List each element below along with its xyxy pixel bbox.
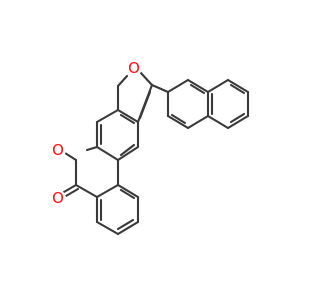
bond [63, 151, 78, 162]
bond [116, 145, 140, 162]
atom-labels: O O O [50, 59, 142, 207]
bond [166, 78, 190, 94]
atom-symbol: O [128, 59, 140, 77]
bond [119, 188, 136, 200]
bond [189, 83, 206, 95]
bond [62, 183, 78, 194]
bond [116, 220, 140, 236]
bond [206, 114, 230, 130]
bond [119, 143, 136, 157]
bond [116, 108, 140, 124]
bond [138, 90, 152, 120]
bond [226, 78, 250, 94]
bond [170, 113, 187, 125]
bond [186, 114, 210, 130]
bond [116, 74, 129, 88]
bond [138, 70, 154, 87]
bond [116, 218, 135, 231]
atom-o-carbonyl: O [50, 189, 66, 207]
atom-symbol: O [52, 141, 64, 159]
bond [95, 220, 120, 236]
bond [64, 187, 80, 198]
atom-symbol: O [52, 189, 64, 207]
bond [229, 112, 246, 124]
bond [95, 145, 120, 162]
bond [150, 83, 170, 94]
atom-o-ring: O [50, 141, 66, 159]
bond [119, 113, 136, 125]
bond [206, 78, 230, 94]
molecule-structure: O O O [50, 59, 250, 236]
bond [116, 183, 140, 199]
bond [186, 78, 210, 94]
bond [95, 108, 120, 124]
bond [74, 183, 99, 199]
bond [166, 114, 190, 130]
bond [85, 145, 99, 152]
bond [229, 83, 246, 95]
bond-lines [62, 70, 250, 236]
bond [226, 114, 250, 130]
bond [95, 183, 120, 199]
atom-o-furan: O [126, 59, 142, 77]
